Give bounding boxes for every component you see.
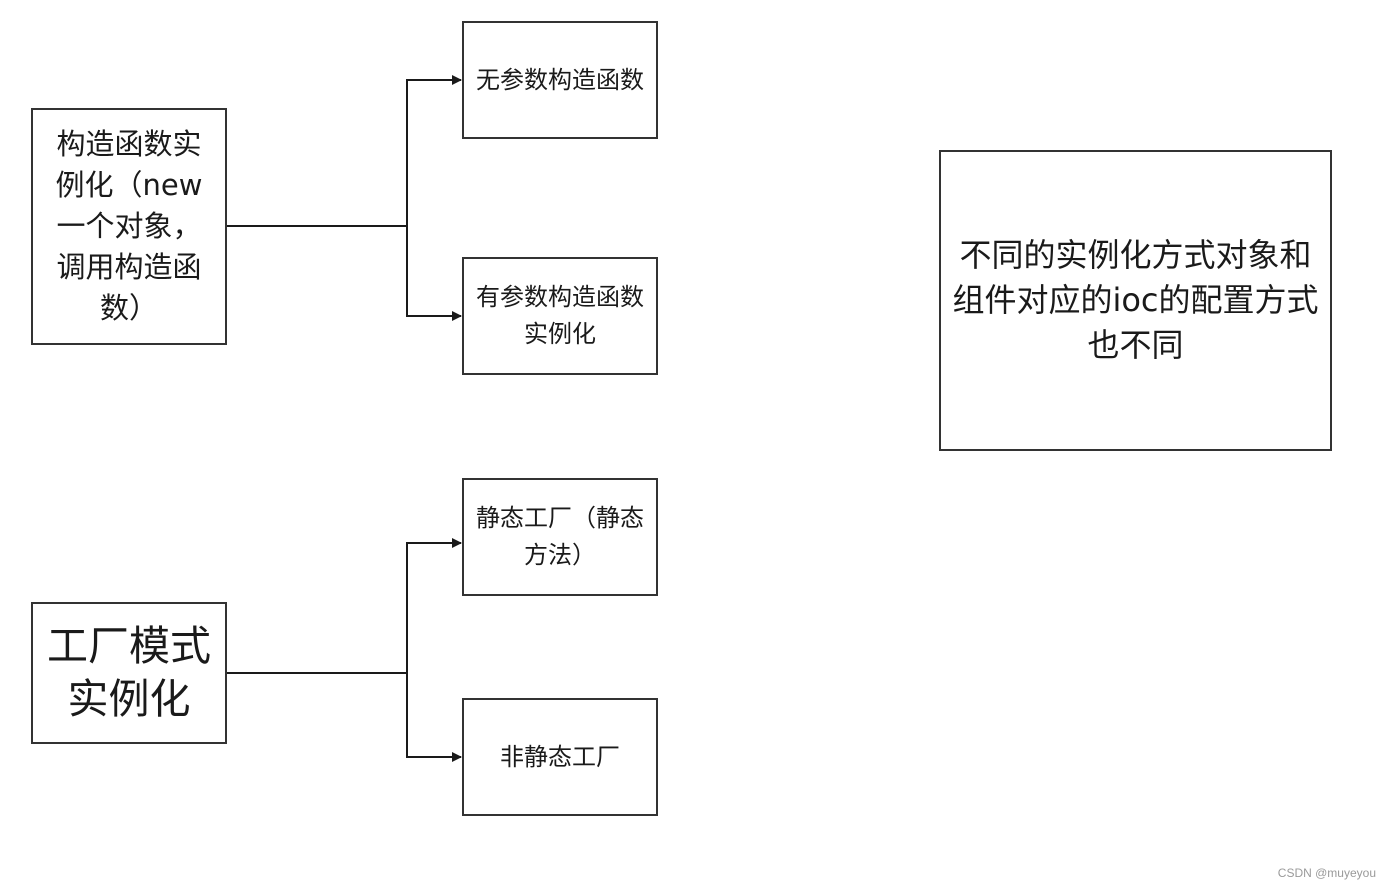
node-factory-instantiation[interactable]: 工厂模式实例化 (31, 602, 227, 744)
connector-constructor-to-noarg (227, 75, 462, 227)
note-box[interactable]: 不同的实例化方式对象和组件对应的ioc的配置方式也不同 (939, 150, 1332, 451)
connector-factory-to-nonstatic (406, 673, 462, 762)
node-constructor-instantiation[interactable]: 构造函数实例化（new一个对象，调用构造函数） (31, 108, 227, 345)
watermark: CSDN @muyeyou (1277, 866, 1376, 880)
node-arg-constructor[interactable]: 有参数构造函数实例化 (462, 257, 658, 375)
node-nonstatic-factory[interactable]: 非静态工厂 (462, 698, 658, 816)
node-constructor-label: 构造函数实例化（new一个对象，调用构造函数） (55, 127, 203, 325)
node-noarg-label: 无参数构造函数 (476, 65, 644, 94)
node-arg-label: 有参数构造函数实例化 (476, 283, 644, 348)
connector-factory-to-static (227, 538, 462, 674)
note-label: 不同的实例化方式对象和组件对应的ioc的配置方式也不同 (952, 236, 1319, 364)
node-factory-label: 工厂模式实例化 (47, 622, 211, 723)
node-static-factory[interactable]: 静态工厂（静态方法） (462, 478, 658, 596)
node-nonstatic-factory-label: 非静态工厂 (500, 742, 620, 771)
connector-constructor-to-arg (406, 226, 462, 321)
node-static-factory-label: 静态工厂（静态方法） (476, 504, 644, 569)
node-noarg-constructor[interactable]: 无参数构造函数 (462, 21, 658, 139)
